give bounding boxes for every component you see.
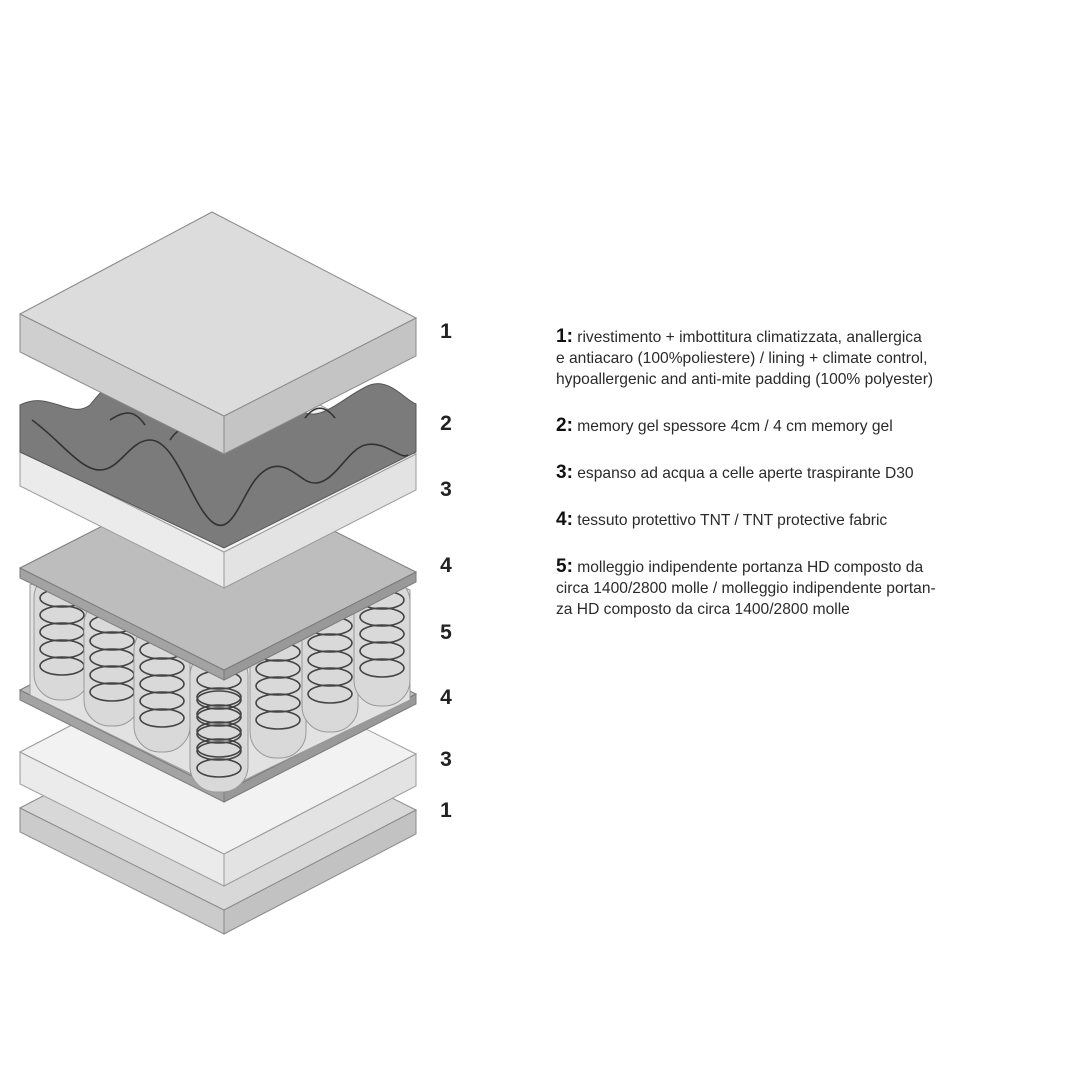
layer-number-bottom-cover: 1 [440, 799, 452, 822]
legend-item-2: 2: memory gel spessore 4cm / 4 cm memory… [556, 415, 893, 436]
layer-number-top-foam: 3 [440, 478, 452, 501]
legend-item-1: 1: rivestimento + imbottitura climatizza… [556, 326, 934, 388]
memory-gel-layer [19, 373, 417, 549]
legend-item-5: 5: molleggio indipendente portanza HD co… [556, 556, 936, 618]
layer-number-springs: 5 [440, 621, 452, 644]
layer-legend: 1: rivestimento + imbottitura climatizza… [556, 326, 1026, 620]
legend-item-4: 4: tessuto protettivo TNT / TNT protecti… [556, 509, 888, 530]
top-cover-layer [18, 211, 418, 455]
layer-number-top-fabric: 4 [440, 554, 452, 577]
layer-number-memory-gel: 2 [440, 412, 452, 435]
layer-number-bottom-foam: 3 [440, 748, 452, 771]
legend-item-3: 3: espanso ad acqua a celle aperte trasp… [556, 462, 914, 483]
layer-number-bottom-fabric: 4 [440, 686, 452, 709]
layer-number-top-cover: 1 [440, 320, 452, 343]
